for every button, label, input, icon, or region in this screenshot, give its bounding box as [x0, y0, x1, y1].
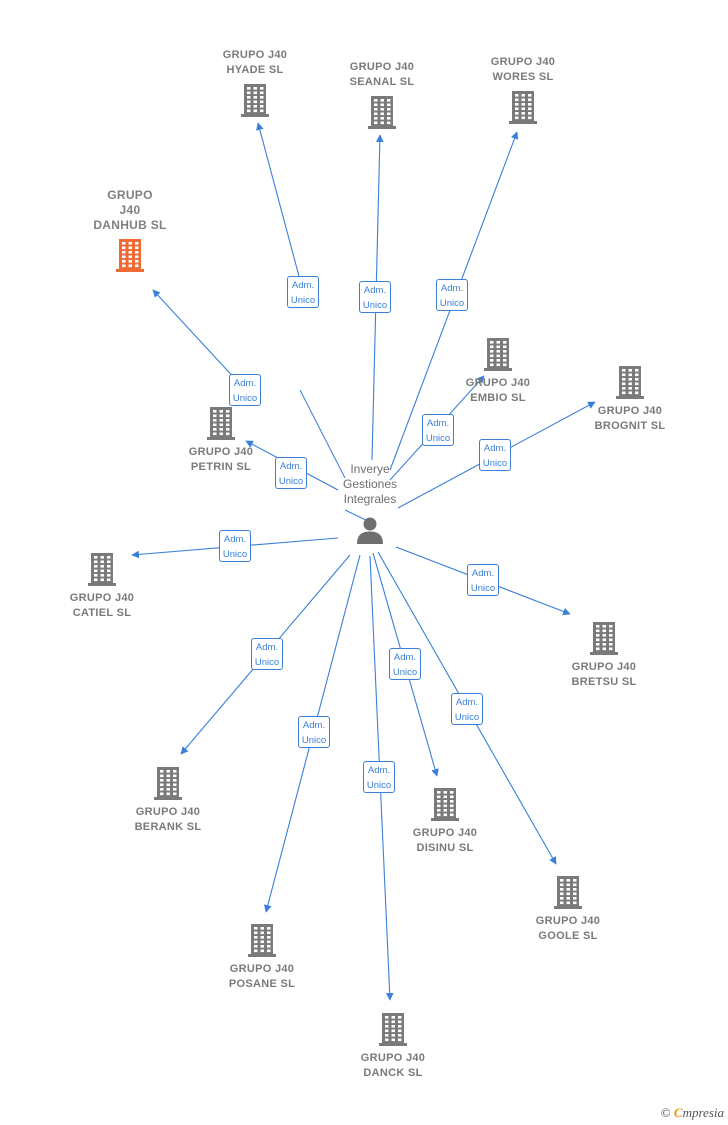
badge-line-2: Unico: [232, 393, 258, 404]
badge-line-1: Adm.: [483, 443, 507, 454]
company-node-disinu[interactable]: GRUPO J40 DISINU SL: [385, 782, 505, 856]
badge-line-1: Adm.: [393, 652, 417, 663]
badge-line-2: Unico: [366, 780, 392, 791]
role-badge-berank[interactable]: Adm. Unico: [251, 638, 283, 670]
company-node-posane[interactable]: GRUPO J40 POSANE SL: [202, 918, 322, 992]
company-name: GRUPO J40 BERANK SL: [134, 806, 202, 833]
badge-line-1: Adm.: [302, 720, 326, 731]
building-icon: [509, 91, 537, 124]
badge-line-2: Unico: [362, 300, 388, 311]
company-node-seanal[interactable]: GRUPO J40 SEANAL SL: [322, 60, 442, 134]
building-icon: [616, 366, 644, 399]
company-node-danck[interactable]: GRUPO J40 DANCK SL: [333, 1007, 453, 1081]
company-name: GRUPO J40 BRETSU SL: [571, 661, 637, 688]
building-icon: [248, 924, 276, 957]
badge-line-2: Unico: [290, 295, 316, 306]
company-name: GRUPO J40 DANHUB SL: [93, 188, 167, 232]
company-name: GRUPO J40 BROGNIT SL: [594, 405, 666, 432]
building-icon: [88, 553, 116, 586]
company-name: GRUPO J40 HYADE SL: [222, 49, 288, 76]
company-node-hyade[interactable]: GRUPO J40 HYADE SL: [195, 48, 315, 122]
company-node-embio[interactable]: GRUPO J40 EMBIO SL: [438, 332, 558, 406]
company-name: GRUPO J40 DISINU SL: [412, 827, 478, 854]
building-icon: [154, 767, 182, 800]
connector-line-0: [299, 389, 346, 479]
company-name: GRUPO J40 GOOLE SL: [535, 915, 601, 942]
badge-line-1: Adm.: [440, 283, 464, 294]
building-icon: [554, 876, 582, 909]
badge-line-2: Unico: [392, 667, 418, 678]
role-badge-goole[interactable]: Adm. Unico: [451, 693, 483, 725]
badge-line-2: Unico: [425, 433, 451, 444]
company-name: GRUPO J40 CATIEL SL: [69, 592, 135, 619]
building-icon: [116, 239, 144, 272]
badge-line-1: Adm.: [455, 697, 479, 708]
badge-line-1: Adm.: [223, 534, 247, 545]
person-icon: [357, 517, 383, 544]
badge-line-1: Adm.: [367, 765, 391, 776]
company-name: GRUPO J40 DANCK SL: [360, 1052, 426, 1079]
brand-footer: © Cmpresia: [661, 1105, 724, 1121]
badge-line-2: Unico: [278, 476, 304, 487]
building-icon: [241, 84, 269, 117]
badge-line-1: Adm.: [363, 285, 387, 296]
role-badge-wores[interactable]: Adm. Unico: [436, 279, 468, 311]
brand-logo-initial: C: [673, 1105, 683, 1120]
edge-hyade: [256, 122, 301, 281]
role-badge-hyade[interactable]: Adm. Unico: [287, 276, 319, 308]
role-badge-embio[interactable]: Adm. Unico: [422, 414, 454, 446]
role-badge-petrin[interactable]: Adm. Unico: [275, 457, 307, 489]
role-badge-danhub[interactable]: Adm. Unico: [229, 374, 261, 406]
role-badge-bretsu[interactable]: Adm. Unico: [467, 564, 499, 596]
badge-line-1: Adm.: [471, 568, 495, 579]
badge-line-2: Unico: [222, 549, 248, 560]
building-icon: [484, 338, 512, 371]
badge-line-2: Unico: [439, 298, 465, 309]
badge-line-2: Unico: [454, 712, 480, 723]
company-node-danhub[interactable]: GRUPO J40 DANHUB SL: [70, 188, 190, 277]
role-badge-posane[interactable]: Adm. Unico: [298, 716, 330, 748]
badge-line-1: Adm.: [426, 418, 450, 429]
company-node-wores[interactable]: GRUPO J40 WORES SL: [463, 55, 583, 129]
person-node[interactable]: Inverye Gestiones Integrales: [320, 462, 420, 545]
role-badge-brognit[interactable]: Adm. Unico: [479, 439, 511, 471]
badge-line-2: Unico: [254, 657, 280, 668]
company-name: GRUPO J40 EMBIO SL: [465, 377, 531, 404]
company-name: GRUPO J40 SEANAL SL: [349, 61, 415, 88]
building-icon: [207, 407, 235, 440]
company-node-petrin[interactable]: GRUPO J40 PETRIN SL: [161, 401, 281, 475]
company-name: GRUPO J40 POSANE SL: [228, 963, 296, 990]
company-node-catiel[interactable]: GRUPO J40 CATIEL SL: [42, 547, 162, 621]
badge-line-1: Adm.: [233, 378, 257, 389]
badge-line-2: Unico: [482, 458, 508, 469]
company-node-berank[interactable]: GRUPO J40 BERANK SL: [108, 761, 228, 835]
badge-line-1: Adm.: [255, 642, 279, 653]
company-node-brognit[interactable]: GRUPO J40 BROGNIT SL: [570, 360, 690, 434]
company-node-goole[interactable]: GRUPO J40 GOOLE SL: [508, 870, 628, 944]
badge-line-2: Unico: [301, 735, 327, 746]
role-badge-danck[interactable]: Adm. Unico: [363, 761, 395, 793]
badge-line-1: Adm.: [279, 461, 303, 472]
copyright-symbol: ©: [660, 1105, 671, 1120]
building-icon: [379, 1013, 407, 1046]
company-name: GRUPO J40 WORES SL: [490, 56, 556, 83]
building-icon: [590, 622, 618, 655]
company-name: GRUPO J40 PETRIN SL: [188, 446, 254, 473]
badge-line-2: Unico: [470, 583, 496, 594]
badge-line-1: Adm.: [291, 280, 315, 291]
role-badge-disinu[interactable]: Adm. Unico: [389, 648, 421, 680]
role-badge-seanal[interactable]: Adm. Unico: [359, 281, 391, 313]
building-icon: [368, 96, 396, 129]
person-name: Inverye Gestiones Integrales: [342, 462, 398, 506]
role-badge-catiel[interactable]: Adm. Unico: [219, 530, 251, 562]
building-icon: [431, 788, 459, 821]
brand-logo-text: mpresia: [682, 1105, 724, 1120]
company-node-bretsu[interactable]: GRUPO J40 BRETSU SL: [544, 616, 664, 690]
